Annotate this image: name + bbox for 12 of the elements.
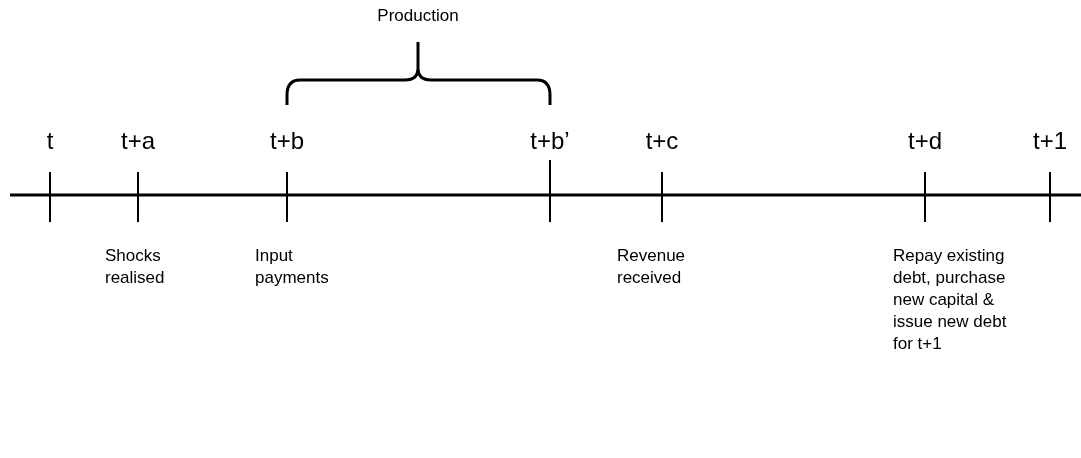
tick-label: t+c: [645, 126, 679, 156]
tick-label: t: [46, 126, 54, 156]
event-description: Repay existing debt, purchase new capital & issue new debt for t+1: [893, 245, 1008, 356]
tick-label: t+d: [908, 126, 942, 156]
tick-label: t+a: [121, 126, 155, 156]
bracket-label: Production: [377, 5, 459, 27]
tick-label: t+b’: [530, 126, 570, 156]
event-description: Shocks realised: [105, 245, 166, 290]
event-description: Input payments: [255, 245, 330, 290]
event-description: Revenue received: [617, 245, 687, 290]
tick-label: t+1: [1033, 126, 1067, 156]
tick-label: t+b: [270, 126, 304, 156]
